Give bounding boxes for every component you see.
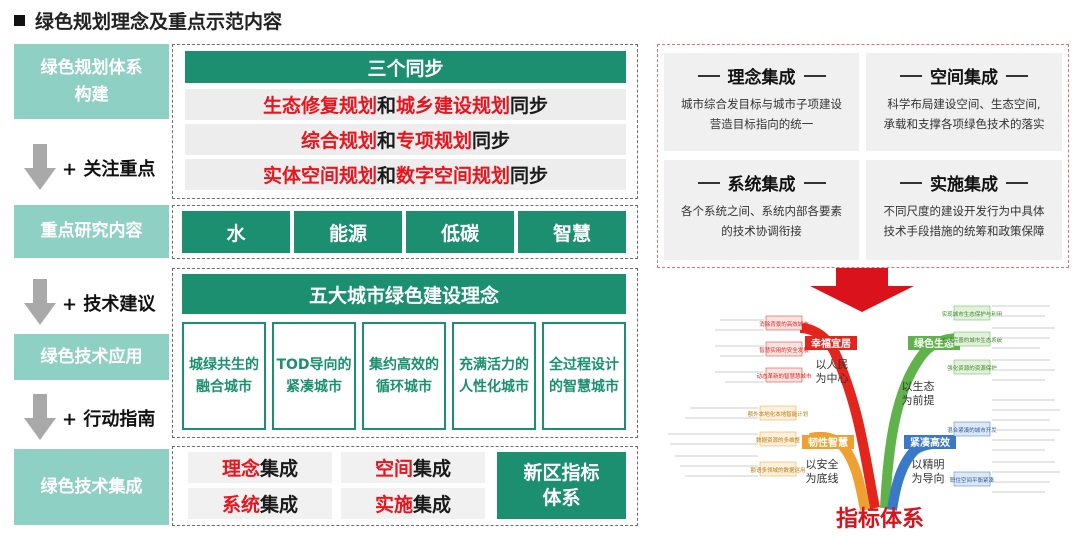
research-item-smart: 智慧	[518, 211, 626, 253]
integration-concept: 理念集成	[188, 452, 332, 483]
concept-item-1: 城绿共生的融合城市	[182, 322, 266, 430]
integration-implementation: 实施集成	[341, 488, 485, 519]
branch-label-green-ecology: 绿色生态	[914, 337, 954, 350]
svg-text:构建完善的城市生态系统: 构建完善的城市生态系统	[942, 336, 1003, 344]
branch-label-happy-livable: 幸福宜居	[811, 337, 851, 350]
concept-item-5: 全过程设计的智慧城市	[542, 322, 626, 430]
card-system-integration: 系统集成 各个系统之间、系统内部各要素的技术协调衔接	[664, 160, 859, 260]
branch-sub-ecology-2: 为前提	[902, 393, 935, 407]
right-top-nodes: 实现城市生态保护与利用 构建完善的城市生态系统 强化资源的资源保护	[942, 305, 1055, 381]
svg-text:强化资源的资源保护: 强化资源的资源保护	[947, 364, 997, 372]
label-green-tech-integration: 绿色技术集成	[14, 449, 169, 525]
arrow-action-guide: + 行动指南	[24, 392, 184, 444]
concept-item-3: 集约高效的循环城市	[362, 322, 446, 430]
svg-text:额语多领域的数据运用: 额语多领域的数据运用	[750, 466, 805, 474]
research-item-low-carbon: 低碳	[406, 211, 514, 253]
integration-space: 空间集成	[341, 452, 485, 483]
svg-text:消除背景的高效城市: 消除背景的高效城市	[759, 320, 809, 328]
branch-label-resilient-smart: 韧性智慧	[808, 436, 848, 449]
square-bullet-icon	[14, 15, 25, 26]
mindmap-title: 指标体系	[836, 506, 924, 532]
integration-detail-panel: 理念集成 城市综合发目标与城市子项建设营造目标指向的统一 空间集成 科学布局建设…	[657, 44, 1069, 268]
right-bottom-nodes: 混合紧凑的城市开发 职住空间平衡紧凑	[947, 399, 1060, 493]
branch-sub-people-2: 为中心	[816, 372, 849, 385]
left-bottom-nodes: 额外本地化本地智能计划 数据资源的多维整 额语多领域的数据运用	[668, 405, 809, 477]
svg-text:职住空间平衡紧凑: 职住空间平衡紧凑	[950, 476, 995, 484]
arrow-focus: + 关注重点	[24, 142, 184, 194]
down-arrow-icon	[24, 144, 56, 192]
branch-label-compact-efficient: 紧凑高效	[910, 436, 951, 449]
research-item-water: 水	[182, 211, 290, 253]
page-title: 绿色规划理念及重点示范内容	[14, 7, 282, 34]
card-space-integration: 空间集成 科学布局建设空间、生态空间,承载和支撑各项绿色技术的落实	[866, 53, 1062, 151]
sync-row-3: 实体空间规划和数字空间规划同步	[185, 159, 626, 190]
card-implementation-integration: 实施集成 不同尺度的建设开发行为中具体技术手段措施的统筹和政策保障	[866, 160, 1062, 260]
svg-text:额外本地化本地智能计划: 额外本地化本地智能计划	[748, 410, 809, 418]
branch-sub-ecology-1: 以生态	[902, 379, 935, 393]
branch-sub-safety-1: 以安全	[806, 457, 839, 471]
concept-section	[172, 268, 638, 438]
svg-text:动态革新的智慧慧城市: 动态革新的智慧慧城市	[756, 372, 812, 380]
branch-sub-people-1: 以人民	[816, 358, 849, 371]
sync-header: 三个同步	[185, 51, 626, 83]
big-down-arrow-icon	[810, 268, 914, 312]
index-system-box: 新区指标体系	[497, 452, 626, 519]
svg-text:智慧实用的安全发展: 智慧实用的安全发展	[759, 346, 809, 354]
sync-section	[172, 44, 638, 199]
index-system-mindmap: 幸福宜居 以人民 为中心 绿色生态 以生态 为前提 韧性智慧 以安全 为底线 紧…	[668, 305, 1060, 532]
integration-system: 系统集成	[188, 488, 332, 519]
research-item-energy: 能源	[294, 211, 402, 253]
concept-item-4: 充满活力的人性化城市	[452, 322, 536, 430]
left-top-nodes: 消除背景的高效城市 智慧实用的安全发展 动态革新的智慧慧城市	[715, 315, 812, 383]
down-arrow-icon	[24, 394, 56, 442]
arrow-tech-advice: + 技术建议	[24, 277, 184, 329]
card-concept-integration: 理念集成 城市综合发目标与城市子项建设营造目标指向的统一	[664, 53, 859, 151]
svg-text:数据资源的多维整: 数据资源的多维整	[756, 436, 801, 444]
svg-text:混合紧凑的城市开发: 混合紧凑的城市开发	[947, 426, 997, 434]
label-key-research: 重点研究内容	[14, 205, 169, 258]
sync-row-1: 生态修复规划和城乡建设规划同步	[185, 89, 626, 120]
down-arrow-icon	[24, 279, 56, 327]
sync-row-2: 综合规划和专项规划同步	[185, 124, 626, 155]
label-green-tech-application: 绿色技术应用	[14, 334, 169, 380]
concept-item-2: TOD导向的紧凑城市	[272, 322, 356, 430]
integration-section	[172, 446, 638, 526]
branch-sub-smart-2: 为导向	[912, 471, 945, 485]
branch-sub-safety-2: 为底线	[806, 471, 839, 485]
research-section	[172, 205, 638, 259]
branch-sub-smart-1: 以精明	[912, 458, 945, 471]
concept-header: 五大城市绿色建设理念	[182, 274, 626, 314]
svg-text:实现城市生态保护与利用: 实现城市生态保护与利用	[942, 310, 1003, 318]
label-green-planning-system: 绿色规划体系 构建	[14, 44, 169, 119]
